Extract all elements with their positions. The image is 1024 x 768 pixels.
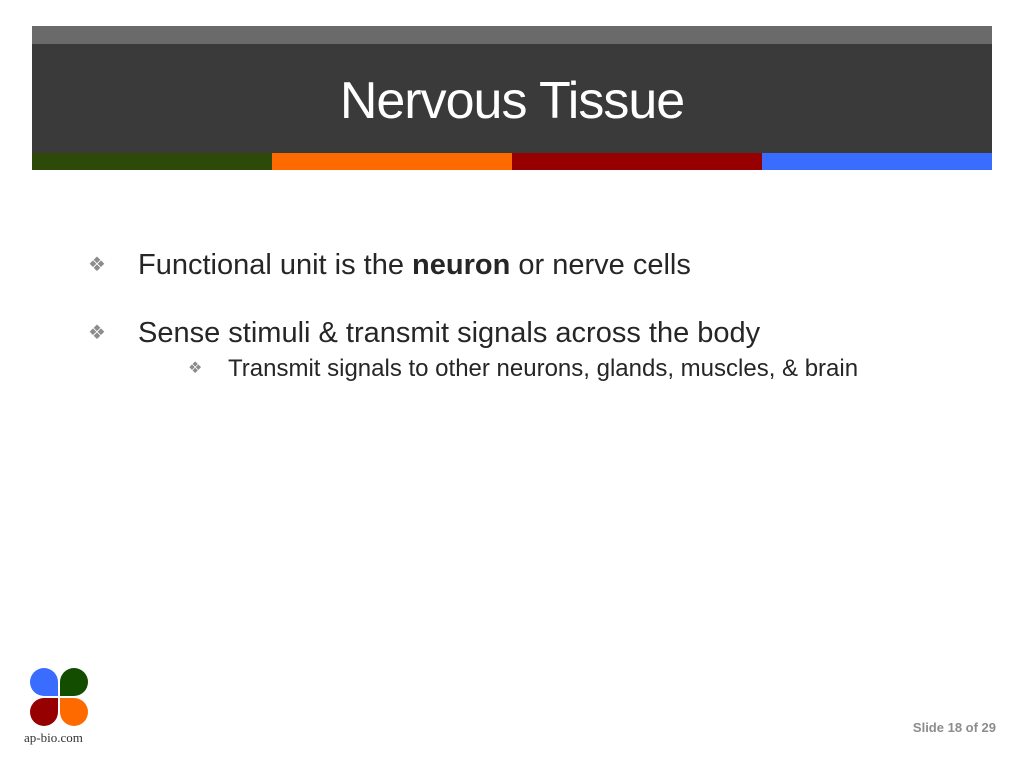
sub-bullet-text: Transmit signals to other neurons, gland… xyxy=(228,355,859,382)
color-bar-green xyxy=(32,153,272,170)
diamond-bullet-icon: ❖ xyxy=(88,322,106,344)
bullet-item: ❖ Sense stimuli & transmit signals acros… xyxy=(88,314,988,352)
header-top-strip xyxy=(32,26,992,44)
bullet-text-part: or nerve cells xyxy=(510,249,691,281)
color-bar-orange xyxy=(272,153,512,170)
logo-dot-orange xyxy=(60,698,88,726)
logo-text: ap-bio.com xyxy=(24,730,83,745)
bullet-text: Sense stimuli & transmit signals across … xyxy=(138,317,761,349)
logo-dot-red xyxy=(30,698,58,726)
logo-dot-green xyxy=(60,668,88,696)
slide-title: Nervous Tissue xyxy=(339,72,685,130)
bullet-text-part: Functional unit is the xyxy=(138,249,413,281)
diamond-bullet-icon: ❖ xyxy=(88,254,106,276)
bullet-item: ❖ Functional unit is the neuron or nerve… xyxy=(88,246,988,284)
bullet-bold-text: neuron xyxy=(412,249,511,281)
sub-bullet-item: ❖ Transmit signals to other neurons, gla… xyxy=(188,354,988,384)
bullet-list: ❖ Functional unit is the neuron or nerve… xyxy=(88,246,988,384)
color-bar-red xyxy=(512,153,762,170)
diamond-bullet-icon: ❖ xyxy=(188,360,203,377)
color-bar xyxy=(32,153,992,170)
slide-number: Slide 18 of 29 xyxy=(912,720,996,735)
color-bar-blue xyxy=(762,153,992,170)
logo-icon xyxy=(30,668,90,728)
bullet-text: Functional unit is the neuron or nerve c… xyxy=(138,246,691,284)
title-banner: Nervous Tissue xyxy=(32,44,992,154)
logo-dot-blue xyxy=(30,668,58,696)
